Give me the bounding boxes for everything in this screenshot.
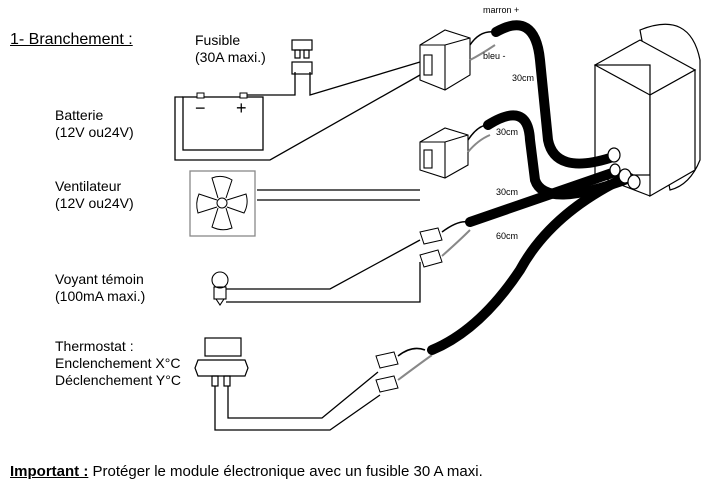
fan-label: Ventilateur (55, 178, 122, 194)
lead-wires (397, 31, 496, 381)
section-title: 1- Branchement : (10, 31, 133, 48)
cables (427, 20, 635, 355)
cable-length-2: 30cm (496, 127, 519, 137)
battery-minus: − (195, 98, 206, 118)
important-note: Important : Protéger le module électroni… (10, 463, 483, 480)
cable-length-1: 30cm (512, 73, 535, 83)
battery-label: Batterie (55, 107, 104, 123)
cable-length-3: 30cm (496, 187, 519, 197)
fuse-icon (291, 39, 313, 75)
wire-label-negative: bleu - (483, 51, 506, 61)
battery-plus: + (236, 98, 247, 118)
electronic-module (593, 23, 701, 198)
wire-label-positive: marron + (483, 5, 520, 15)
thermostat-icon (194, 337, 381, 431)
thermostat-label: Thermostat : (55, 338, 134, 354)
lamp-icon (211, 239, 421, 306)
thermostat-off: Déclenchement Y°C (55, 372, 181, 388)
fuse-spec: (30A maxi.) (195, 49, 266, 65)
connectors-lamp (375, 227, 443, 393)
important-label: Important : (10, 463, 89, 480)
battery-spec: (12V ou24V) (55, 124, 134, 140)
lamp-label: Voyant témoin (55, 271, 144, 287)
fuse-label: Fusible (195, 32, 241, 48)
thermostat-on: Enclenchement X°C (55, 355, 181, 371)
cable-length-4: 60cm (496, 231, 519, 241)
battery-icon (174, 61, 421, 161)
connector-power (419, 29, 471, 91)
connector-fan (419, 127, 469, 179)
fan-spec: (12V ou24V) (55, 195, 134, 211)
lamp-spec: (100mA maxi.) (55, 288, 146, 304)
fan-icon (189, 170, 420, 237)
important-text: Protéger le module électronique avec un … (88, 463, 483, 480)
